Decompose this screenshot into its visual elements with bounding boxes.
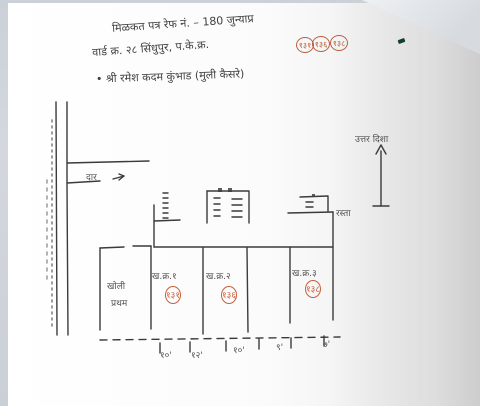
room-label-3: ख.क्र.३ [292,269,317,279]
room-circle-1: १३१ [165,286,181,304]
footer-measure-1: १०' [160,351,172,361]
footer-measure-2: १२' [191,351,203,361]
road-label: रस्ता [336,209,351,219]
left-room-label-1: खोली [107,282,126,292]
circled-ref-2: १३६ [312,36,330,52]
circled-ref-3: १३८ [330,35,348,51]
room-label-1: ख.क्र.१ [152,272,177,282]
footer-measure-5: ७' [323,340,331,350]
left-room-label-2: प्रथम [111,299,128,309]
gate-label: दार [86,173,97,183]
room-label-2: ख.क्र.२ [206,272,231,282]
north-arrow-label: उत्तर दिशा [355,135,389,145]
room-circle-3: १३८ [305,280,321,298]
footer-measure-3: १०' [233,346,245,356]
room-circle-2: १३६ [221,286,237,304]
footer-measure-4: ९' [276,343,284,353]
